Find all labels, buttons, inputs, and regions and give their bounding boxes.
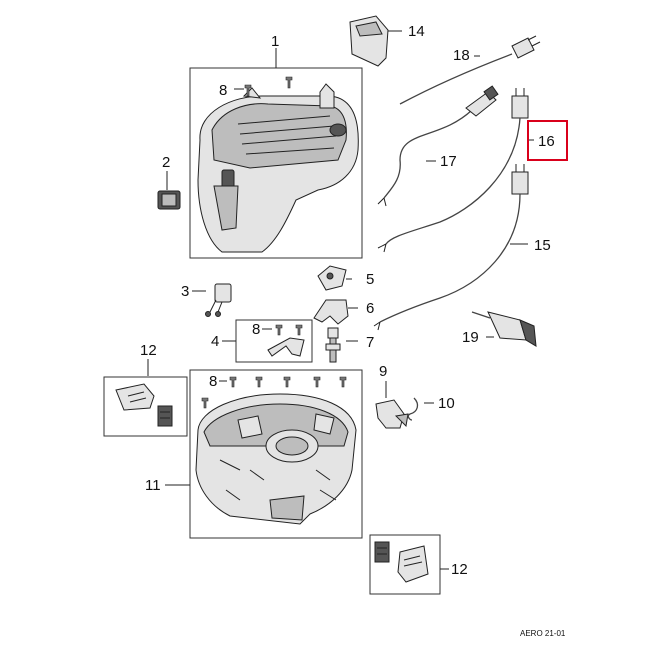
callout-1: 1 xyxy=(271,33,279,50)
callout-16: 16 xyxy=(538,133,555,150)
part-3-capacitor: 3 xyxy=(181,283,232,317)
callout-14: 14 xyxy=(408,23,425,40)
callout-9: 9 xyxy=(379,363,387,380)
part-18-power-cord-plug: 18 xyxy=(399,35,541,105)
part-17-cord: 17 xyxy=(377,85,499,207)
part-12-cover-bottom: 12 xyxy=(369,534,468,595)
callout-5: 5 xyxy=(366,271,374,288)
part-4-bracket-set: 4 8 xyxy=(211,319,313,363)
part-6-holder: 6 xyxy=(313,299,374,325)
part-5-clip: 5 xyxy=(317,265,374,291)
part-1-upper-housing: 1 8 xyxy=(189,33,363,259)
part-11-base: 11 8 xyxy=(145,369,363,539)
callout-15: 15 xyxy=(534,237,551,254)
callout-17: 17 xyxy=(440,153,457,170)
callout-8-top: 8 xyxy=(219,82,227,99)
document-code: AERO 21-01 xyxy=(520,629,566,638)
callout-12-top: 12 xyxy=(140,342,157,359)
callout-4: 4 xyxy=(211,333,219,350)
part-9-brush-holder: 9 xyxy=(375,363,409,429)
part-7-pin: 7 xyxy=(325,327,374,363)
part-19-connector: 19 xyxy=(462,311,537,347)
callout-12-bottom: 12 xyxy=(451,561,468,578)
callout-8-mid: 8 xyxy=(252,321,260,338)
callout-7: 7 xyxy=(366,334,374,351)
callout-16-highlight-box xyxy=(527,120,568,161)
part-15-cord-with-plug: 15 xyxy=(373,164,551,331)
part-16-cord-with-plug: 16 xyxy=(377,88,568,253)
part-2-switch: 2 xyxy=(157,154,181,210)
callout-11: 11 xyxy=(145,477,161,494)
part-12-cover-top: 12 xyxy=(103,342,188,437)
part-10-cable-tie: 10 xyxy=(407,395,455,421)
callout-18: 18 xyxy=(453,47,470,64)
callout-6: 6 xyxy=(366,300,374,317)
callout-2: 2 xyxy=(162,154,170,171)
callout-10: 10 xyxy=(438,395,455,412)
callout-3: 3 xyxy=(181,283,189,300)
callout-8-bottom: 8 xyxy=(209,373,217,390)
part-14-plug-cover: 14 xyxy=(349,15,425,67)
callout-19: 19 xyxy=(462,329,479,346)
